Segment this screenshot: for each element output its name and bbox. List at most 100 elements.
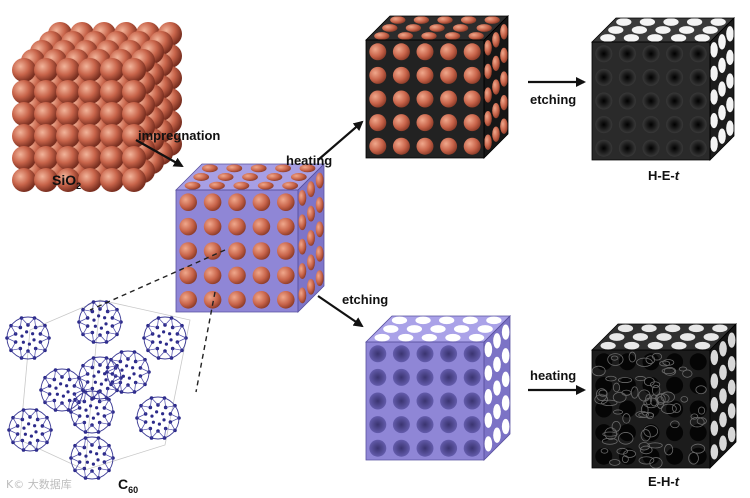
pore <box>502 324 510 339</box>
pore <box>369 67 386 84</box>
silica-sphere <box>56 102 80 126</box>
pore <box>417 91 434 108</box>
carbon-atom <box>65 384 68 387</box>
pore <box>690 45 707 62</box>
pore <box>393 43 410 60</box>
pore <box>445 32 460 40</box>
carbon-bond <box>177 334 186 338</box>
pore <box>710 66 718 81</box>
pore <box>204 218 222 236</box>
pore <box>179 242 197 260</box>
carbon-atom <box>32 338 35 341</box>
carbon-atom <box>27 422 30 425</box>
he-t-cube <box>592 18 734 160</box>
pore <box>228 242 246 260</box>
pore <box>728 427 736 442</box>
pore <box>258 182 274 190</box>
pore <box>690 116 707 133</box>
pore <box>690 140 707 157</box>
silica-sphere <box>34 80 58 104</box>
pore <box>277 218 295 236</box>
pore <box>253 193 271 211</box>
silica-sphere <box>100 80 124 104</box>
silica-sphere <box>78 124 102 148</box>
carbon-atom <box>84 455 87 458</box>
pore <box>484 111 492 126</box>
pore <box>711 350 719 365</box>
pore <box>711 421 719 436</box>
carbon-atom <box>89 404 92 407</box>
pore <box>600 342 615 350</box>
pore <box>485 389 493 404</box>
pore <box>710 42 718 57</box>
pore <box>643 116 660 133</box>
pore <box>228 218 246 236</box>
carbon-atom <box>144 420 148 424</box>
c60-molecule <box>105 350 151 394</box>
pore <box>643 45 660 62</box>
carbon-atom <box>92 375 95 378</box>
pore <box>666 45 683 62</box>
pore <box>689 325 704 333</box>
carbon-atom <box>14 340 18 344</box>
pore <box>228 193 246 211</box>
pore <box>369 440 386 457</box>
pore <box>464 440 481 457</box>
silica-sphere <box>34 102 58 126</box>
pore <box>464 393 481 410</box>
carbon-atom <box>56 393 59 396</box>
carbon-atom <box>89 450 92 453</box>
pore <box>632 26 647 34</box>
pore <box>179 193 197 211</box>
pore <box>600 34 615 42</box>
silica-sphere <box>100 124 124 148</box>
silica-sphere <box>122 146 146 170</box>
pore <box>204 193 222 211</box>
pore <box>253 267 271 285</box>
carbon-bond <box>112 318 121 322</box>
pore <box>492 127 500 142</box>
pore <box>728 403 736 418</box>
pore <box>253 242 271 260</box>
carbon-atom <box>92 417 95 420</box>
pore <box>253 218 271 236</box>
pore <box>277 267 295 285</box>
pore <box>415 317 430 325</box>
pore <box>464 369 481 386</box>
pore <box>500 119 508 134</box>
pore <box>595 45 612 62</box>
pore <box>687 18 702 26</box>
pore <box>202 164 218 172</box>
pore <box>493 380 501 395</box>
pore <box>454 325 469 333</box>
pore <box>500 95 508 110</box>
carbon-atom <box>48 392 52 396</box>
pore <box>417 114 434 131</box>
carbon-bond <box>170 414 179 418</box>
pore <box>728 356 736 371</box>
pore <box>695 342 710 350</box>
pore <box>485 365 493 380</box>
pore <box>417 416 434 433</box>
silica-sphere <box>78 146 102 170</box>
pore <box>616 18 631 26</box>
silica-sphere <box>56 58 80 82</box>
carbon-atom <box>73 423 77 427</box>
silica-sphere <box>100 168 124 192</box>
carbon-atom <box>86 380 90 384</box>
carbon-atom <box>11 441 15 445</box>
pore <box>369 91 386 108</box>
carbon-atom <box>128 377 131 380</box>
carbon-atom <box>22 341 25 344</box>
pore <box>417 67 434 84</box>
pore <box>440 393 457 410</box>
carbon-atom <box>103 316 106 319</box>
pore <box>369 393 386 410</box>
pore <box>392 317 407 325</box>
silica-sphere <box>78 80 102 104</box>
pore <box>718 34 726 49</box>
pore <box>382 24 397 32</box>
pore <box>298 214 306 230</box>
pore <box>500 24 508 39</box>
carbon-atom <box>92 463 95 466</box>
